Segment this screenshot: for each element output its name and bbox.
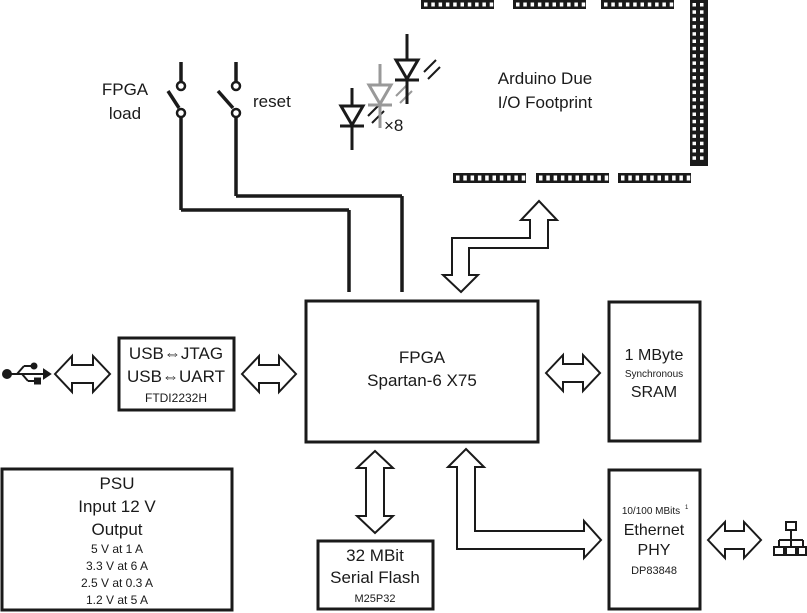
ethernet-network-arrow <box>706 519 763 561</box>
ftdi-jtag: USB⇔JTAG <box>129 344 223 363</box>
sram-label: SRAM <box>631 384 677 401</box>
ethernet-phy: PHY <box>638 542 671 559</box>
flash-type: Serial Flash <box>330 568 420 587</box>
fpga-load-label-1: FPGA <box>102 80 149 99</box>
sram-type: Synchronous <box>625 369 683 380</box>
arduino-label-1: Arduino Due <box>498 69 593 88</box>
fpga-load-label-2: load <box>109 104 141 123</box>
flash-part: M25P32 <box>355 593 396 605</box>
arduino-label-2: I/O Footprint <box>498 93 593 112</box>
header-strip-top <box>421 0 494 9</box>
ethernet-speed: 10/100 MBits <box>622 506 680 517</box>
ethernet-title: Ethernet <box>624 522 685 539</box>
led-back-icon <box>393 34 441 104</box>
psu-rail: 2.5 V at 0.3 A <box>81 576 153 590</box>
reset-switch <box>216 62 404 292</box>
fpga-ethernet-arrow <box>445 447 603 561</box>
psu-rail: 3.3 V at 6 A <box>86 559 148 573</box>
fpga-block <box>304 299 540 444</box>
ftdi-block <box>117 336 236 412</box>
fpga-arduino-arrow <box>440 199 560 294</box>
psu-rail: 5 V at 1 A <box>91 542 143 556</box>
reset-label: reset <box>253 92 291 111</box>
psu-rail: 1.2 V at 5 A <box>86 593 148 607</box>
network-icon <box>773 521 807 556</box>
ethernet-part: DP83848 <box>631 565 677 577</box>
header-strip-bottom <box>453 173 526 183</box>
psu-output: Output <box>91 520 142 539</box>
header-strip-bottom <box>618 173 691 183</box>
ftdi-fpga-arrow <box>240 353 298 395</box>
psu-input: Input 12 V <box>78 497 156 516</box>
sram-size: 1 MByte <box>625 347 684 364</box>
usb-ftdi-arrow <box>53 353 112 395</box>
flash-size: 32 MBit <box>346 546 404 565</box>
fpga-load-switch <box>166 62 351 292</box>
ethernet-block <box>607 468 702 611</box>
fpga-sram-arrow <box>544 352 602 394</box>
fpga-subtitle: Spartan-6 X75 <box>367 371 477 390</box>
psu-block <box>0 467 234 612</box>
ftdi-part: FTDI2232H <box>145 391 207 405</box>
header-strip-bottom <box>536 173 609 183</box>
header-strip-top <box>513 0 586 9</box>
led-icon <box>338 88 385 150</box>
fpga-title: FPGA <box>399 348 446 367</box>
led-count-label: ×8 <box>384 116 403 135</box>
fpga-flash-arrow <box>354 449 396 535</box>
psu-title: PSU <box>100 474 135 493</box>
header-strip-top <box>601 0 674 9</box>
arduino-headers <box>421 0 708 183</box>
ethernet-footnote: 1 <box>685 505 689 511</box>
usb-icon <box>2 362 52 385</box>
ftdi-uart: USB⇔UART <box>127 367 225 386</box>
flash-block <box>316 539 435 611</box>
sram-block <box>607 300 702 443</box>
